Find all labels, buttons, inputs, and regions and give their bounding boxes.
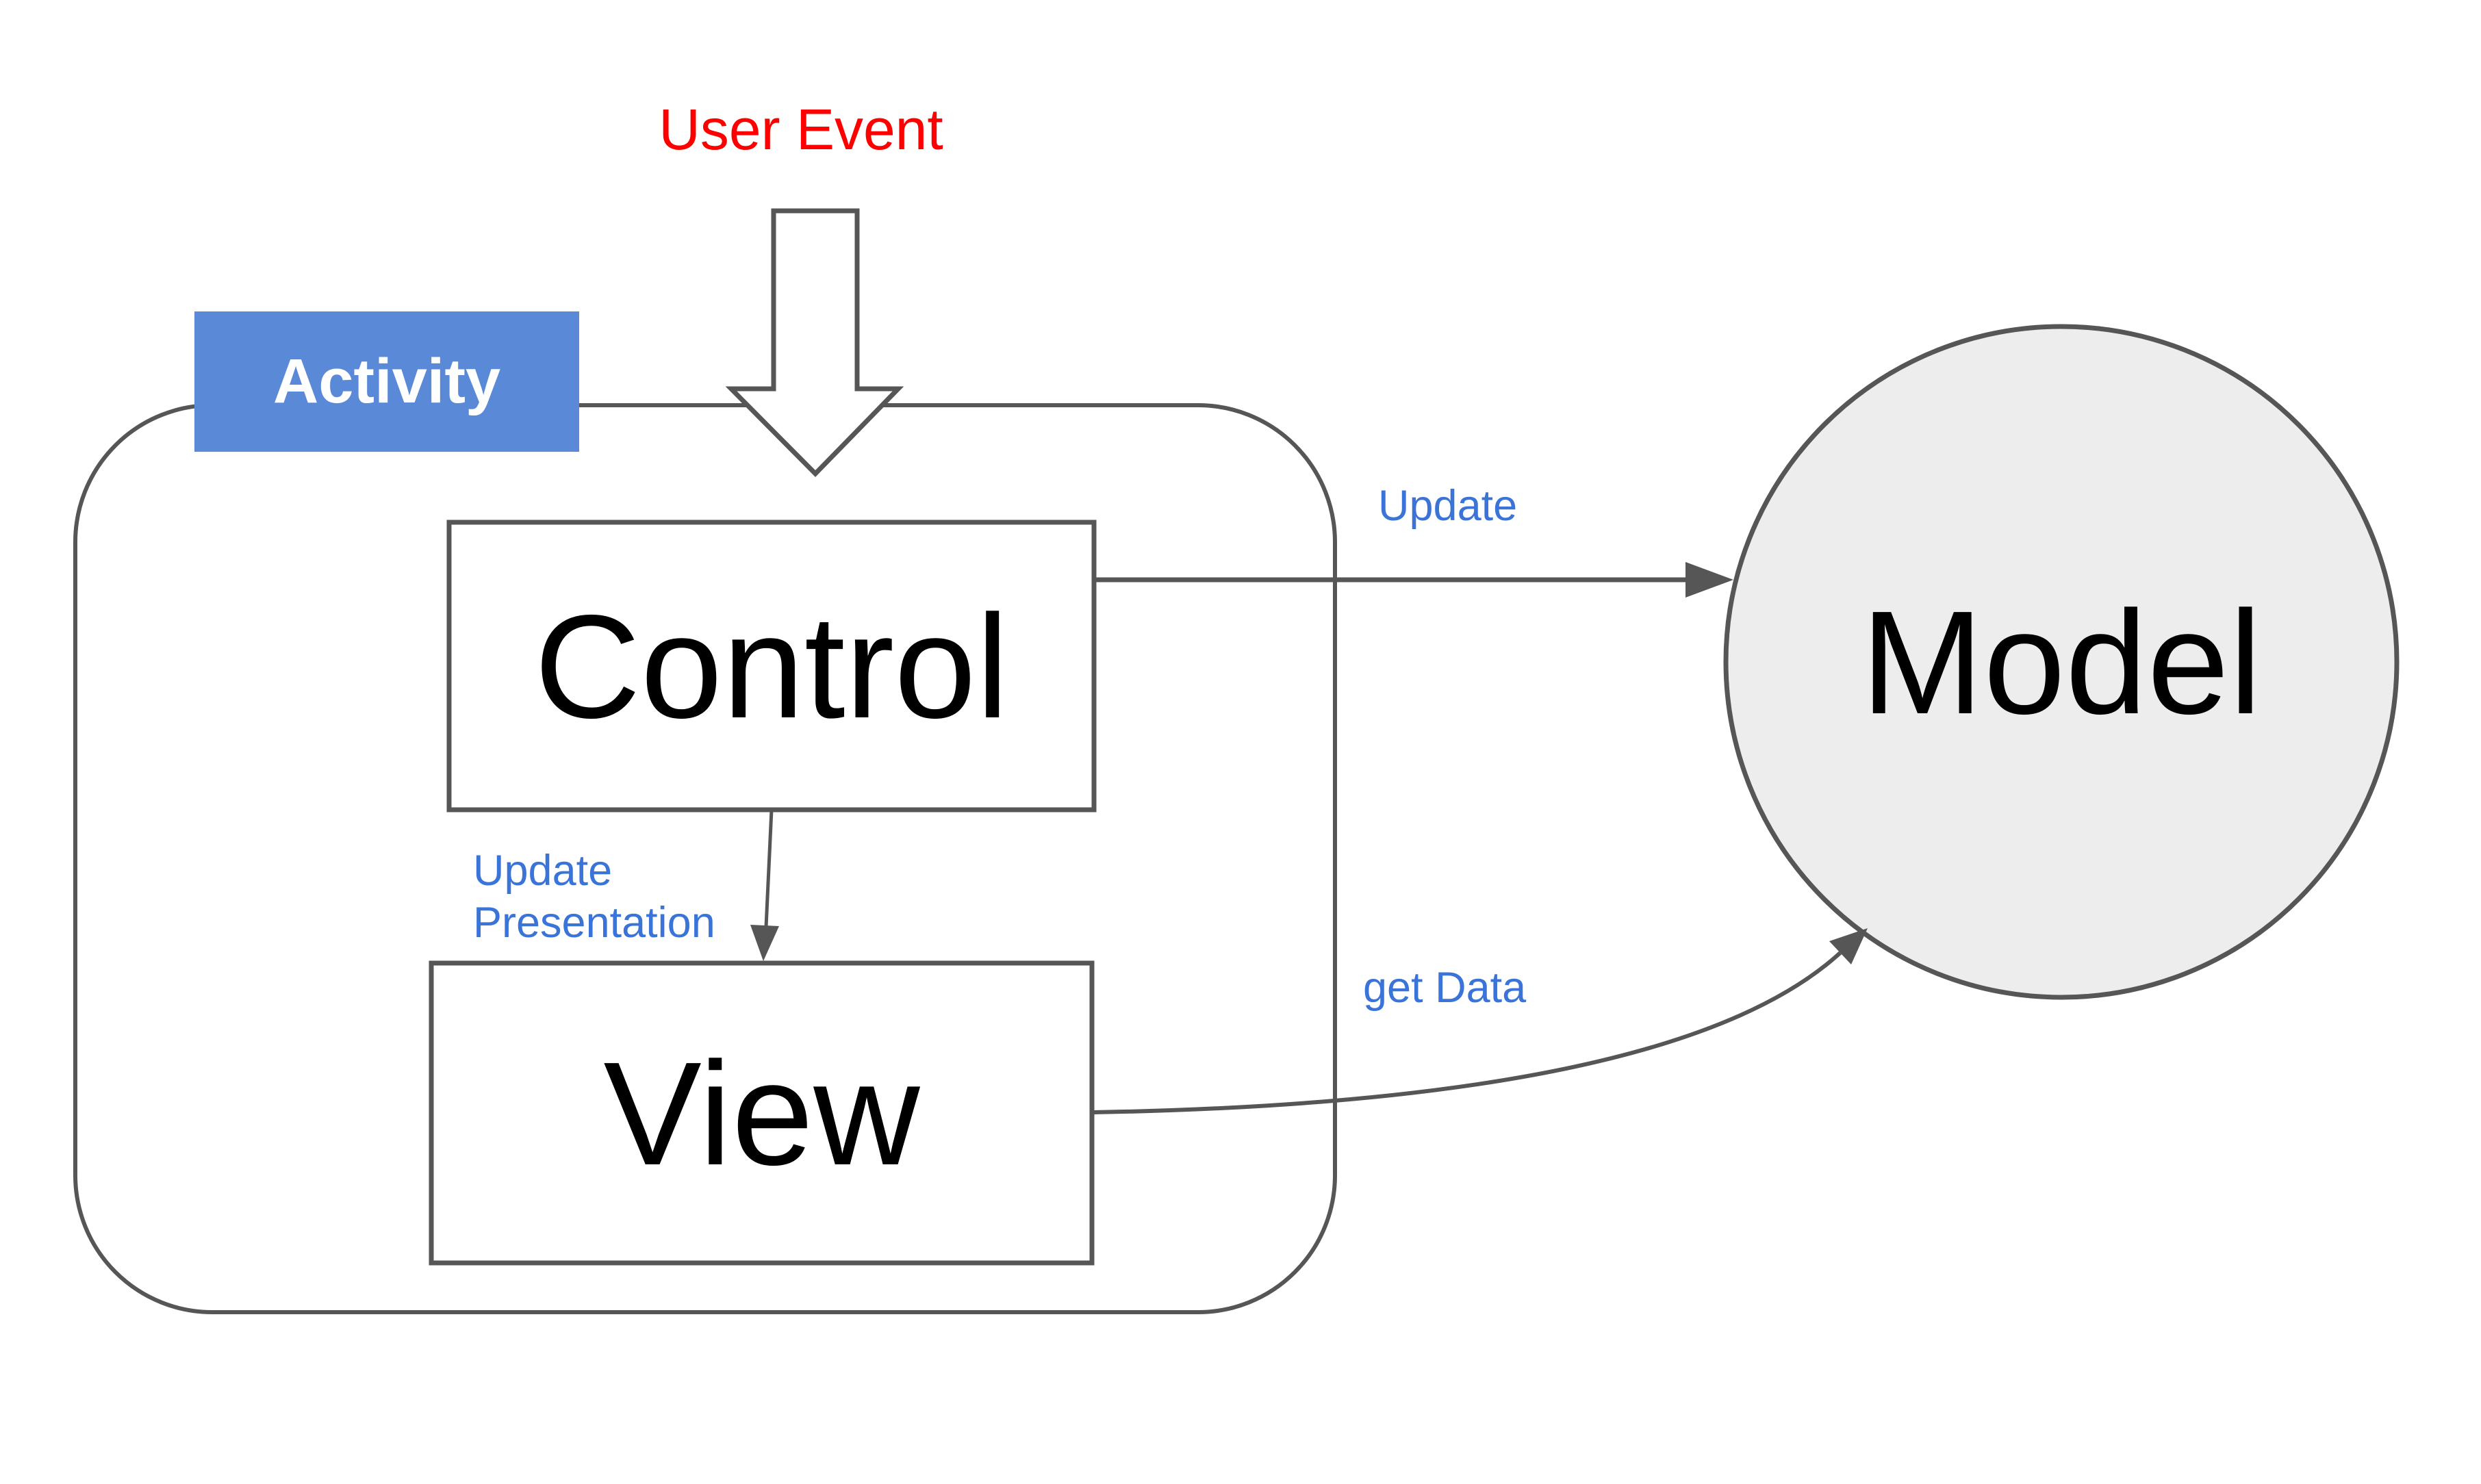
get-data-curve xyxy=(1093,951,1842,1114)
control-box xyxy=(446,520,1097,813)
get-data-edge-label: get Data xyxy=(1363,964,1527,1012)
control-view-arrow-line xyxy=(764,809,774,928)
view-label: View xyxy=(603,1030,920,1196)
update-presentation-line2: Presentation xyxy=(473,899,715,947)
control-view-arrowhead-icon xyxy=(750,925,779,961)
update-presentation-edge-label: Update Presentation xyxy=(473,845,715,949)
get-data-arrowhead-icon xyxy=(1829,928,1868,964)
model-label: Model xyxy=(1861,579,2262,745)
activity-container-outline xyxy=(73,403,1337,1314)
control-label: Control xyxy=(534,583,1009,749)
update-arrowhead-icon xyxy=(1685,562,1733,598)
user-event-arrow-icon xyxy=(725,208,904,477)
model-circle xyxy=(1723,324,2400,1000)
view-box xyxy=(429,960,1095,1266)
update-edge-label: Update xyxy=(1378,482,1518,530)
activity-label: Activity xyxy=(272,346,501,416)
update-presentation-line1: Update xyxy=(473,847,613,895)
user-event-label: User Event xyxy=(659,97,943,162)
activity-banner xyxy=(194,311,579,452)
